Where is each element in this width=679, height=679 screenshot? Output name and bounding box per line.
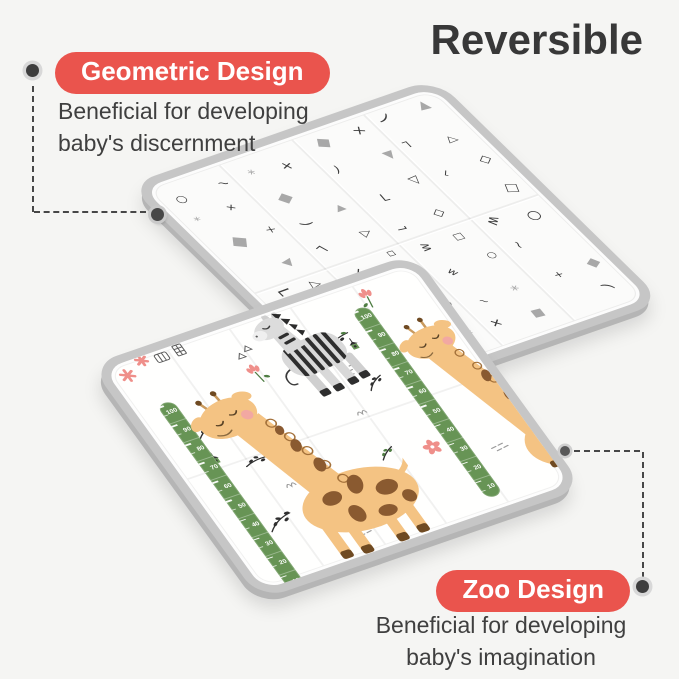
pattern-glyph: + xyxy=(549,269,569,280)
pattern-glyph: ■ xyxy=(528,307,549,321)
pattern-glyph: ▲ xyxy=(413,97,434,113)
page-title: Reversible xyxy=(430,16,643,63)
pattern-glyph: △ xyxy=(357,226,377,239)
pattern-glyph: ʍ xyxy=(416,242,439,253)
pattern-glyph: × xyxy=(348,123,371,139)
pattern-glyph: L xyxy=(313,243,332,255)
callout-line xyxy=(34,211,146,213)
pattern-glyph: ⌐ xyxy=(439,168,454,178)
callout-line xyxy=(574,450,640,452)
pattern-glyph: ⌐ xyxy=(391,221,412,235)
pattern-glyph: ~ xyxy=(215,177,232,190)
pattern-glyph: ▲ xyxy=(280,253,296,268)
pattern-glyph: ◇ xyxy=(428,206,450,222)
pattern-glyph: ■ xyxy=(273,191,295,205)
pattern-glyph: L xyxy=(376,191,393,204)
triangle-doodle xyxy=(238,345,254,360)
flower-splat-icon xyxy=(118,354,150,382)
pattern-glyph: ■ xyxy=(315,136,333,150)
pattern-glyph: ) xyxy=(330,163,342,175)
giraffe-illustration xyxy=(191,391,430,559)
caption-line: baby's discernment xyxy=(58,129,256,156)
pattern-glyph: □ xyxy=(449,231,468,243)
pattern-glyph: × xyxy=(263,223,279,236)
pattern-glyph: ■ xyxy=(227,236,250,249)
zoo-design-caption: Beneficial for developing baby's imaginat… xyxy=(351,610,651,673)
mat-grommet xyxy=(151,208,164,221)
pattern-glyph: * xyxy=(506,282,527,298)
mat-grommet xyxy=(560,446,570,456)
pattern-glyph: L xyxy=(399,139,415,151)
pattern-glyph: + xyxy=(274,157,299,174)
callout-line xyxy=(642,452,644,578)
caption-line: Beneficial for developing xyxy=(58,98,309,124)
pattern-glyph: ) xyxy=(598,282,618,290)
pattern-glyph: ○ xyxy=(173,195,193,204)
zebra-illustration xyxy=(252,312,371,397)
pattern-glyph: ■ xyxy=(585,255,604,270)
geometric-design-badge: Geometric Design xyxy=(55,52,330,94)
pattern-glyph: ) xyxy=(296,221,316,227)
tulip-flower-icon xyxy=(246,288,374,382)
bush-doodle xyxy=(286,410,368,488)
pattern-glyph: w xyxy=(444,265,462,278)
pattern-glyph: △ xyxy=(404,173,426,188)
pattern-glyph: + xyxy=(225,201,238,214)
pattern-glyph: * xyxy=(246,168,257,182)
pattern-glyph: w xyxy=(482,214,504,227)
pattern-glyph: ~ xyxy=(477,295,490,306)
callout-bullet-geometric xyxy=(26,64,39,77)
pattern-glyph: ○ xyxy=(523,209,546,222)
pattern-glyph: * xyxy=(192,214,205,227)
geometric-design-caption: Beneficial for developing baby's discernm… xyxy=(58,96,309,159)
caption-line: Beneficial for developing xyxy=(375,612,627,638)
pattern-glyph: ○ xyxy=(485,250,500,261)
callout-line xyxy=(32,86,34,212)
pattern-glyph: △ xyxy=(444,136,464,144)
callout-bullet-zoo xyxy=(636,580,649,593)
zoo-design-badge: Zoo Design xyxy=(436,570,630,612)
pattern-glyph: ◇ xyxy=(383,248,401,259)
pattern-glyph: ◇ xyxy=(474,153,498,166)
caption-line: baby's imagination xyxy=(406,643,596,670)
pattern-glyph: ~ xyxy=(507,239,530,251)
pattern-glyph: + xyxy=(486,315,506,332)
pattern-glyph: ▲ xyxy=(380,148,401,163)
drum-doodle-icon xyxy=(153,343,187,363)
pattern-glyph: □ xyxy=(501,183,523,194)
pattern-glyph: ▲ xyxy=(331,204,348,217)
pattern-glyph: ) xyxy=(377,112,391,126)
